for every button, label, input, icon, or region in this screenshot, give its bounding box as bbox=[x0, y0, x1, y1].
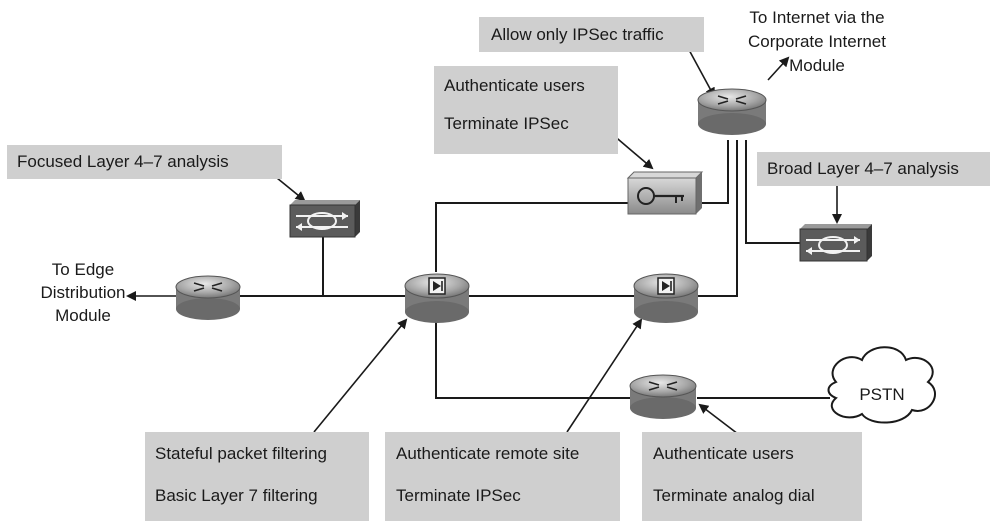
callout-vpn-concentrator: Authenticate users Terminate IPSec bbox=[434, 66, 618, 154]
ids-sensor-icon bbox=[289, 200, 360, 238]
router-icon bbox=[175, 275, 241, 320]
label-line: To Edge bbox=[51, 260, 115, 279]
label-line: To Internet via the bbox=[749, 8, 885, 27]
arrow-dial-callout bbox=[698, 403, 739, 435]
arrow-firewall-callout bbox=[313, 318, 408, 433]
label-line: Module bbox=[55, 306, 111, 325]
link-firewall-to-dial bbox=[435, 320, 630, 399]
router-icon bbox=[629, 374, 697, 419]
firewall-icon bbox=[404, 273, 470, 323]
arrows bbox=[126, 47, 842, 435]
callout-text: Authenticate users bbox=[444, 76, 585, 95]
callout-text: Terminate IPSec bbox=[396, 486, 521, 505]
callout-firewall: Stateful packet filtering Basic Layer 7 … bbox=[145, 432, 369, 521]
label-line: Distribution bbox=[40, 283, 126, 302]
link-firewall-to-perimeter bbox=[697, 140, 738, 297]
callout-text: Stateful packet filtering bbox=[155, 444, 327, 463]
link-broad-ids-tap bbox=[745, 140, 800, 244]
label-to-edge: To Edge Distribution Module bbox=[18, 260, 148, 326]
arrow-focused-ids bbox=[276, 177, 306, 202]
pstn-cloud: PSTN bbox=[827, 346, 936, 424]
callout-text: Terminate IPSec bbox=[444, 114, 569, 133]
pstn-label: PSTN bbox=[859, 385, 904, 404]
callout-broad-ids: Broad Layer 4–7 analysis bbox=[757, 152, 990, 186]
ids-sensor-icon bbox=[799, 224, 872, 262]
label-line: Module bbox=[789, 56, 845, 75]
firewall-icon bbox=[633, 273, 699, 323]
callout-allow-ipsec: Allow only IPSec traffic bbox=[479, 17, 704, 52]
vpn-concentrator-icon bbox=[626, 171, 704, 215]
callout-text: Basic Layer 7 filtering bbox=[155, 486, 318, 505]
callout-text: Broad Layer 4–7 analysis bbox=[767, 159, 959, 178]
label-to-internet: To Internet via the Corporate Internet M… bbox=[722, 8, 912, 76]
router-icon bbox=[697, 88, 767, 135]
callout-text: Allow only IPSec traffic bbox=[491, 25, 664, 44]
cloud-icon bbox=[827, 346, 936, 424]
callout-text: Terminate analog dial bbox=[653, 486, 815, 505]
arrow-allow-ipsec bbox=[687, 47, 715, 98]
callout-remote-site: Authenticate remote site Terminate IPSec bbox=[385, 432, 620, 521]
callout-text: Authenticate remote site bbox=[396, 444, 580, 463]
network-links bbox=[208, 140, 830, 399]
arrow-vpn-callout bbox=[611, 133, 654, 170]
callout-text: Authenticate users bbox=[653, 444, 794, 463]
link-vpn-to-perimeter bbox=[700, 140, 729, 204]
arrow-to-internet bbox=[767, 56, 790, 81]
callout-focused-ids: Focused Layer 4–7 analysis bbox=[7, 145, 282, 179]
label-line: Corporate Internet bbox=[748, 32, 886, 51]
arrow-remote-site bbox=[566, 318, 643, 433]
callout-dial-access: Authenticate users Terminate analog dial bbox=[642, 432, 862, 521]
callout-text: Focused Layer 4–7 analysis bbox=[17, 152, 229, 171]
link-firewall-to-vpn bbox=[435, 202, 632, 272]
